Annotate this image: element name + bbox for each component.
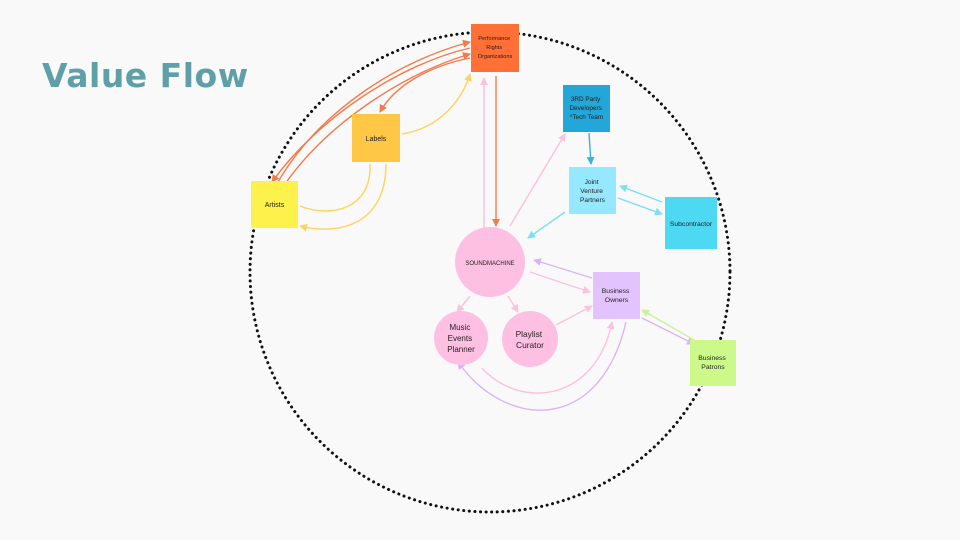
- svg-text:Subcontractor: Subcontractor: [670, 221, 713, 228]
- svg-text:3RD Party Developers: 3RD Party Developers *Tech Team: [569, 96, 603, 121]
- svg-text:Joint Venture Part: Joint Venture Partners: [580, 179, 606, 204]
- node-business-patrons[interactable]: Business Patrons: [690, 340, 736, 386]
- node-business-owners[interactable]: Business Owners: [593, 272, 640, 319]
- arrow-labels-to-artists: [299, 163, 371, 212]
- arrow-mep-to-bizowners: [481, 321, 615, 394]
- svg-text:Labels: Labels: [366, 136, 387, 143]
- node-joint-venture-partners[interactable]: Joint Venture Partners: [569, 167, 616, 214]
- arrow-devs-to-jvp: [586, 132, 595, 165]
- svg-text:Business Patrons: Business Patrons: [698, 355, 727, 371]
- arrow-soundmachine-to-devs: [509, 133, 566, 227]
- svg-text:Performance Rights: Performance Rights Organizations: [478, 36, 513, 60]
- node-subcontractor[interactable]: Subcontractor: [665, 197, 717, 249]
- node-soundmachine[interactable]: SOUNDMACHINE: [455, 227, 525, 297]
- arrow-pro-to-artists: [271, 47, 471, 183]
- arrow-bizowners-to-patrons: [641, 317, 695, 345]
- node-labels[interactable]: Labels: [352, 114, 400, 162]
- arrow-jvp-to-sub: [617, 197, 663, 216]
- arrow-labels-to-pro: [401, 73, 472, 135]
- slide-title: Value Flow: [42, 56, 249, 95]
- svg-text:Music Events Plann: Music Events Planner: [447, 323, 475, 354]
- arrow-soundmachine-to-bizowners: [529, 271, 591, 294]
- arrow-patrons-to-bizowners: [641, 309, 695, 341]
- arrow-artists-to-pro-2: [284, 52, 471, 185]
- svg-text:Playlist Curator: Playlist Curator: [516, 329, 545, 350]
- arrow-jvp-to-soundmachine: [527, 211, 566, 239]
- node-music-events-planner[interactable]: Music Events Planner: [434, 311, 488, 365]
- svg-text:SOUNDMACHINE: SOUNDMACHINE: [465, 261, 514, 267]
- svg-text:Business Owners: Business Owners: [602, 288, 631, 304]
- soundmachine-arrows: [456, 133, 615, 394]
- arrow-curator-to-bizowners: [555, 305, 593, 326]
- pro-arrows: [271, 39, 500, 227]
- arrow-soundmachine-to-curator: [507, 295, 519, 313]
- arrow-sub-to-jvp: [619, 184, 663, 203]
- arrow-pro-to-labels: [379, 57, 471, 113]
- svg-text:Artists: Artists: [265, 202, 285, 209]
- node-artists[interactable]: Artists: [251, 181, 298, 228]
- arrow-bizowners-to-soundmachine: [533, 258, 593, 279]
- arrow-artists-to-pro: [277, 39, 471, 183]
- node-playlist-curator[interactable]: Playlist Curator: [502, 311, 558, 367]
- arrow-labels-to-artists-2: [299, 163, 387, 232]
- arrow-soundmachine-to-mep: [456, 295, 471, 313]
- partner-arrows: [527, 184, 663, 239]
- node-3rd-party-developers[interactable]: 3RD Party Developers *Tech Team: [563, 85, 610, 132]
- node-performance-rights-organizations[interactable]: Performance Rights Organizations: [471, 24, 519, 72]
- business-arrows: [457, 258, 695, 411]
- label-arrows: [299, 73, 472, 232]
- arrow-bizowners-to-mep: [457, 321, 627, 411]
